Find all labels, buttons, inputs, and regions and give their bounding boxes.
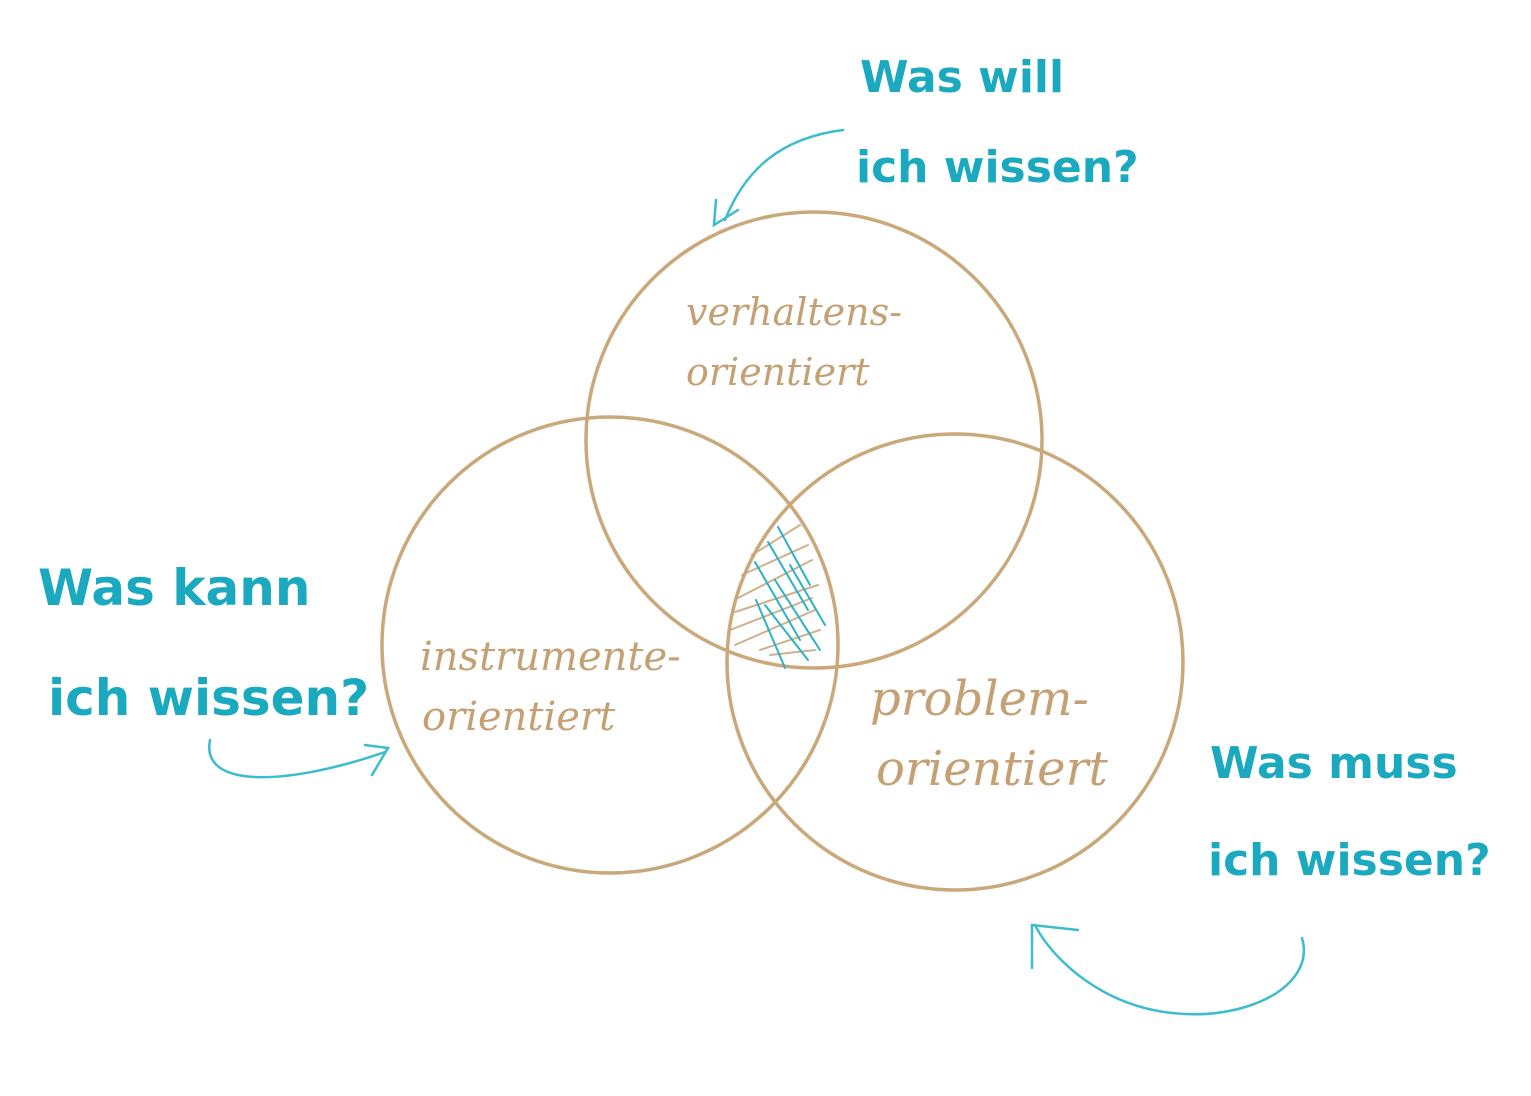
circle-right bbox=[725, 432, 1185, 892]
arrow-top bbox=[723, 128, 845, 222]
arrows bbox=[208, 128, 1305, 1016]
circle-left bbox=[380, 415, 840, 875]
question-right: Was muss ich wissen? bbox=[1208, 738, 1491, 886]
label-left: instrumente- orientiert bbox=[420, 634, 693, 740]
label-top: verhaltens- orientiert bbox=[686, 290, 914, 394]
intersection-hatching bbox=[729, 524, 826, 669]
label-right: problem- orientiert bbox=[870, 671, 1109, 797]
question-top: Was will ich wissen? bbox=[856, 52, 1139, 193]
arrow-left bbox=[208, 738, 387, 779]
arrow-right bbox=[1033, 923, 1305, 1016]
circle-top bbox=[584, 210, 1044, 670]
question-left: Was kann ich wissen? bbox=[38, 559, 369, 727]
